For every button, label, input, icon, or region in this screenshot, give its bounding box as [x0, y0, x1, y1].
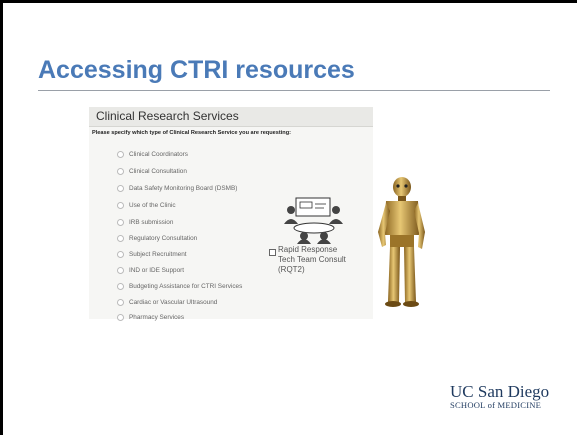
radio-icon[interactable]: [117, 251, 124, 258]
option-label: Budgeting Assistance for CTRI Services: [129, 283, 243, 290]
option-label: IND or IDE Support: [129, 267, 185, 274]
option-label: Subject Recruitment: [129, 251, 187, 258]
radio-icon[interactable]: [117, 219, 124, 226]
radio-icon[interactable]: [117, 267, 124, 274]
option-label: IRB submission: [129, 219, 174, 226]
rrt-label: Rapid Response Tech Team Consult (RQT2): [278, 245, 346, 274]
radio-icon[interactable]: [117, 202, 124, 209]
slide-title: Accessing CTRI resources: [38, 56, 355, 84]
option-label: Clinical Coordinators: [129, 151, 188, 158]
ucsd-logo: UC San Diego SCHOOL of MEDICINE: [450, 383, 549, 410]
radio-icon[interactable]: [117, 235, 124, 242]
service-option[interactable]: Cardiac or Vascular Ultrasound: [117, 299, 217, 306]
team-meeting-icon: [284, 197, 343, 244]
service-option[interactable]: IRB submission: [117, 219, 173, 226]
rrt-checkbox[interactable]: [269, 249, 276, 256]
logo-main-text: UC San Diego: [450, 382, 550, 401]
title-divider: [38, 90, 550, 91]
service-option[interactable]: IND or IDE Support: [117, 267, 184, 274]
form-title: Clinical Research Services: [96, 109, 239, 123]
service-option[interactable]: Pharmacy Services: [117, 314, 184, 321]
option-label: Cardiac or Vascular Ultrasound: [129, 299, 218, 306]
service-option[interactable]: Subject Recruitment: [117, 251, 187, 258]
option-label: Clinical Consultation: [129, 168, 187, 175]
radio-icon[interactable]: [117, 151, 124, 158]
logo-sub-text: SCHOOL of MEDICINE: [450, 400, 542, 410]
service-option[interactable]: Use of the Clinic: [117, 202, 176, 209]
option-label: Data Safety Monitoring Board (DSMB): [129, 185, 238, 192]
option-label: Use of the Clinic: [129, 202, 176, 209]
form-header: Clinical Research Services: [89, 107, 373, 127]
radio-icon[interactable]: [117, 314, 124, 321]
radio-icon[interactable]: [117, 185, 124, 192]
radio-icon[interactable]: [117, 283, 124, 290]
service-option[interactable]: Regulatory Consultation: [117, 235, 197, 242]
service-option[interactable]: Clinical Coordinators: [117, 151, 188, 158]
frame-border-left: [0, 0, 3, 435]
service-option[interactable]: Data Safety Monitoring Board (DSMB): [117, 185, 237, 192]
radio-icon[interactable]: [117, 299, 124, 306]
radio-icon[interactable]: [117, 168, 124, 175]
option-label: Pharmacy Services: [129, 314, 185, 321]
robot-figure: [378, 177, 425, 307]
service-option[interactable]: Budgeting Assistance for CTRI Services: [117, 283, 242, 290]
frame-border-top: [0, 0, 577, 3]
service-option[interactable]: Clinical Consultation: [117, 168, 187, 175]
option-label: Regulatory Consultation: [129, 235, 198, 242]
form-question: Please specify which type of Clinical Re…: [92, 130, 291, 136]
